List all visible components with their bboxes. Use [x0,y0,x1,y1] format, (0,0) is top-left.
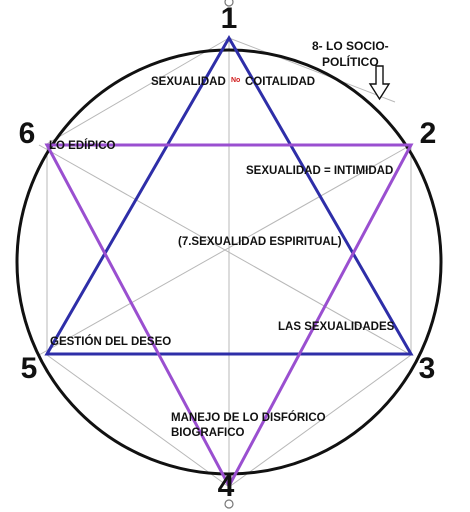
vertex-3-number: 3 [419,352,436,385]
label-no: No [231,77,240,84]
label-sexualidades: LAS SEXUALIDADES [278,321,395,333]
guide-lines [38,37,412,488]
vertex-6-number: 6 [19,117,36,150]
label-intimidad: SEXUALIDAD = INTIMIDAD [246,165,393,177]
vertex-1-number: 1 [221,2,238,35]
label-sexualidad: SEXUALIDAD [151,76,226,88]
label-edipico: LO EDÍPICO [49,139,116,152]
outer-circle [15,48,443,476]
label-sociopolitico-line2: POLÍTICO [322,54,379,69]
vertex-2-number: 2 [420,117,437,150]
guide-diagonal-2-5 [38,144,412,356]
triangle-up [44,34,414,356]
guide-4-3 [228,354,412,488]
handle-top[interactable] [224,0,234,7]
label-deseo: GESTIÓN DEL DESEO [50,335,171,348]
vertex-4-number: 4 [218,470,235,503]
guide-1-6 [44,37,230,146]
label-coitalidad: COITALIDAD [245,76,315,88]
label-sociopolitico-line1: 8- LO SOCIO- [312,39,389,53]
triangle-down [44,143,414,490]
label-espiritual: (7.SEXUALIDAD ESPIRITUAL) [178,236,342,248]
down-arrow-icon [368,65,391,101]
vertex-5-number: 5 [21,352,38,385]
handle-bottom[interactable] [224,499,234,509]
label-disforico-line2: BIOGRAFICO [171,427,245,439]
label-disforico-line1: MANEJO DE LO DISFÓRICO [171,411,326,424]
guide-1-8 [228,37,396,103]
guide-4-5 [46,354,230,488]
